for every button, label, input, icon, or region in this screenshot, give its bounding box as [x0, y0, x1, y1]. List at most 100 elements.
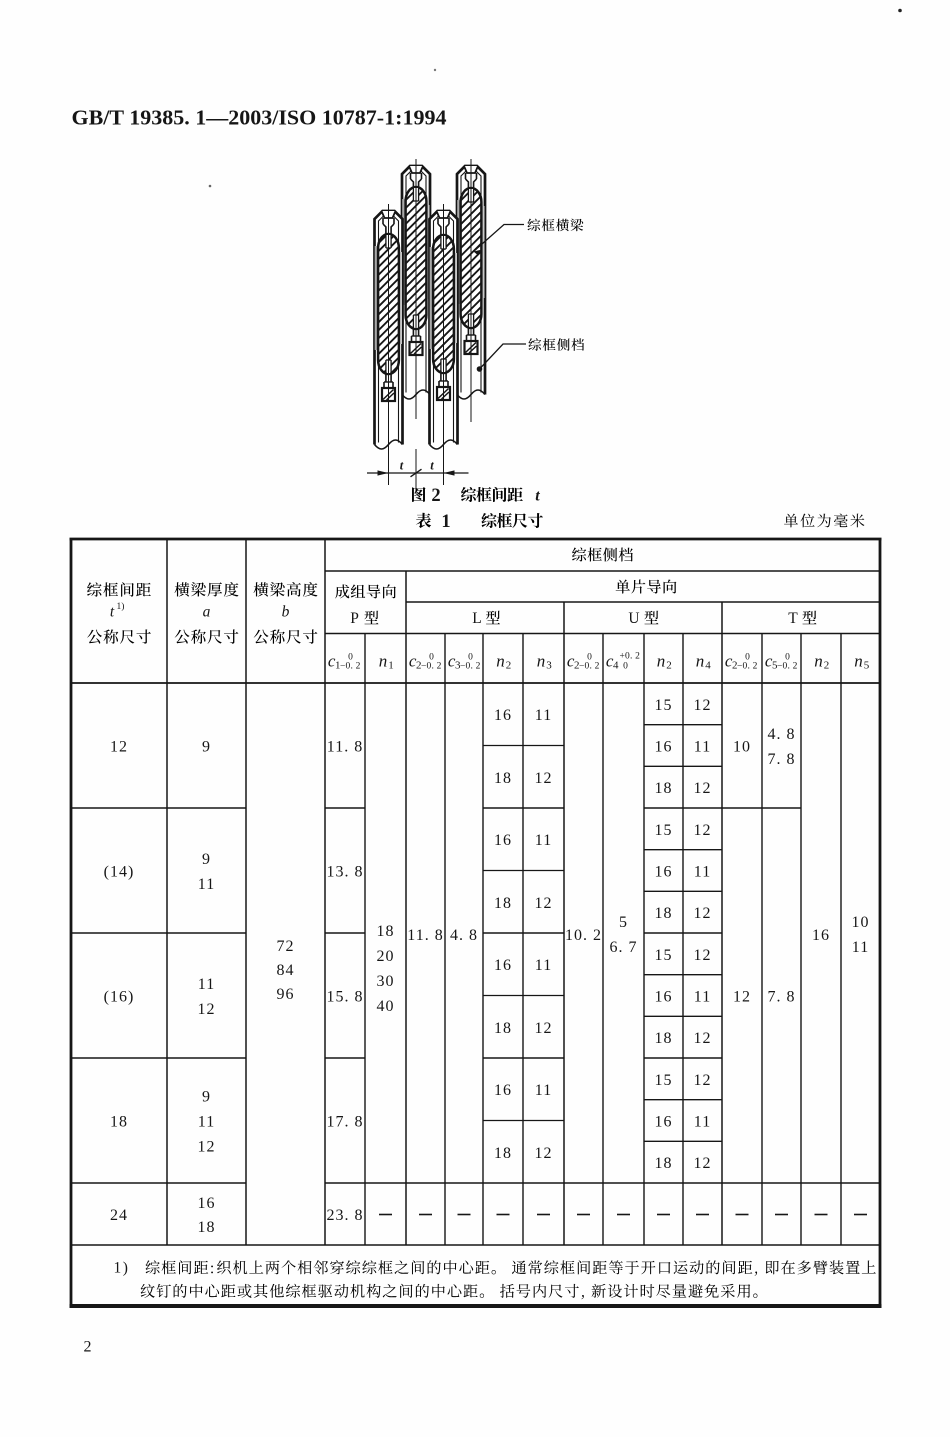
svg-text:2: 2: [666, 660, 672, 672]
svg-text:−0. 2: −0. 2: [737, 662, 758, 672]
svg-text:12: 12: [694, 1072, 712, 1089]
svg-text:T: T: [788, 610, 798, 627]
svg-text:n: n: [496, 652, 505, 671]
svg-text:12: 12: [198, 1001, 216, 1018]
svg-text:−0. 2: −0. 2: [340, 662, 361, 672]
svg-text:GB/T 19385. 1—2003/ISO 10787-1: GB/T 19385. 1—2003/ISO 10787-1:1994: [72, 106, 447, 130]
svg-text:16: 16: [494, 707, 512, 724]
svg-text:2: 2: [431, 486, 440, 506]
svg-text:b: b: [282, 604, 290, 621]
svg-text:11: 11: [694, 1114, 711, 1131]
svg-text:c: c: [765, 652, 773, 671]
svg-text:−0. 2: −0. 2: [579, 662, 600, 672]
svg-text:9: 9: [202, 1089, 211, 1106]
svg-text:0: 0: [785, 653, 790, 663]
svg-text:11: 11: [694, 989, 711, 1006]
svg-text:U: U: [628, 610, 639, 627]
svg-text:4: 4: [705, 660, 711, 672]
svg-text:n: n: [657, 652, 666, 671]
svg-text:2: 2: [574, 660, 580, 672]
svg-text:t: t: [535, 488, 540, 505]
svg-text:12: 12: [535, 895, 553, 912]
svg-text:12: 12: [694, 822, 712, 839]
svg-text:2: 2: [824, 660, 830, 672]
svg-text:1): 1): [117, 601, 125, 612]
svg-text:13. 8: 13. 8: [327, 864, 364, 881]
svg-text:18: 18: [494, 1145, 512, 1162]
svg-text:18: 18: [655, 1155, 673, 1172]
svg-text:15: 15: [655, 697, 673, 714]
svg-text:16: 16: [198, 1195, 216, 1212]
svg-text:12: 12: [694, 697, 712, 714]
svg-text:a: a: [203, 604, 211, 621]
svg-text:c: c: [606, 652, 614, 671]
svg-text:17. 8: 17. 8: [327, 1114, 364, 1131]
svg-text:4: 4: [613, 660, 619, 672]
svg-text:0: 0: [623, 662, 628, 672]
svg-text:16: 16: [655, 739, 673, 756]
svg-text:15: 15: [655, 1072, 673, 1089]
svg-text:t: t: [110, 604, 115, 621]
svg-text:c: c: [409, 652, 417, 671]
svg-text:10: 10: [852, 914, 870, 931]
svg-text:11: 11: [535, 707, 552, 724]
svg-text:18: 18: [377, 923, 395, 940]
svg-text:−0. 2: −0. 2: [460, 662, 481, 672]
svg-text:n: n: [814, 652, 823, 671]
svg-text:c: c: [448, 652, 456, 671]
svg-text:72: 72: [277, 938, 295, 955]
svg-text:12: 12: [694, 780, 712, 797]
svg-text:10: 10: [733, 739, 751, 756]
svg-text:18: 18: [494, 770, 512, 787]
svg-text:1): 1): [114, 1260, 130, 1277]
svg-text:84: 84: [277, 962, 295, 979]
svg-text:n: n: [854, 652, 863, 671]
svg-text:11: 11: [852, 939, 869, 956]
svg-text:24: 24: [110, 1207, 128, 1224]
svg-text:11: 11: [198, 976, 215, 993]
svg-text:12: 12: [535, 1145, 553, 1162]
svg-text:12: 12: [110, 739, 128, 756]
svg-text:18: 18: [110, 1114, 128, 1131]
svg-text:7. 8: 7. 8: [768, 989, 796, 1006]
svg-text:10. 2: 10. 2: [565, 927, 602, 944]
svg-text:16: 16: [494, 957, 512, 974]
svg-text:9: 9: [202, 739, 211, 756]
svg-text:2: 2: [84, 1339, 92, 1356]
svg-text:11: 11: [198, 1114, 215, 1131]
svg-text:(14): (14): [104, 864, 135, 881]
svg-text:11: 11: [694, 739, 711, 756]
svg-text:t: t: [430, 459, 434, 473]
svg-text:4. 8: 4. 8: [768, 726, 796, 743]
svg-text:2: 2: [506, 660, 512, 672]
svg-text:23. 8: 23. 8: [327, 1207, 364, 1224]
svg-text:5: 5: [772, 660, 778, 672]
svg-text:+0. 2: +0. 2: [620, 652, 641, 662]
svg-text:L: L: [472, 610, 481, 627]
svg-text:c: c: [567, 652, 575, 671]
svg-text:18: 18: [494, 895, 512, 912]
svg-text:c: c: [328, 652, 336, 671]
svg-text:0: 0: [348, 653, 353, 663]
svg-text:1: 1: [441, 512, 450, 532]
svg-text:12: 12: [694, 1155, 712, 1172]
svg-text:16: 16: [655, 989, 673, 1006]
svg-text:11. 8: 11. 8: [407, 927, 443, 944]
svg-text:1: 1: [335, 660, 341, 672]
svg-text:1: 1: [388, 660, 394, 672]
svg-text:15. 8: 15. 8: [327, 989, 364, 1006]
svg-text:5: 5: [864, 660, 870, 672]
svg-text:16: 16: [494, 832, 512, 849]
svg-text:16: 16: [812, 927, 830, 944]
svg-text:5: 5: [619, 914, 628, 931]
svg-text:0: 0: [745, 653, 750, 663]
svg-text:n: n: [537, 652, 546, 671]
svg-text:0: 0: [468, 653, 473, 663]
svg-text:P: P: [350, 610, 359, 627]
svg-text:11. 8: 11. 8: [327, 739, 363, 756]
svg-text:7. 8: 7. 8: [768, 751, 796, 768]
svg-text:16: 16: [655, 864, 673, 881]
svg-text:6. 7: 6. 7: [610, 939, 638, 956]
svg-text:11: 11: [694, 864, 711, 881]
svg-text:11: 11: [535, 1082, 552, 1099]
